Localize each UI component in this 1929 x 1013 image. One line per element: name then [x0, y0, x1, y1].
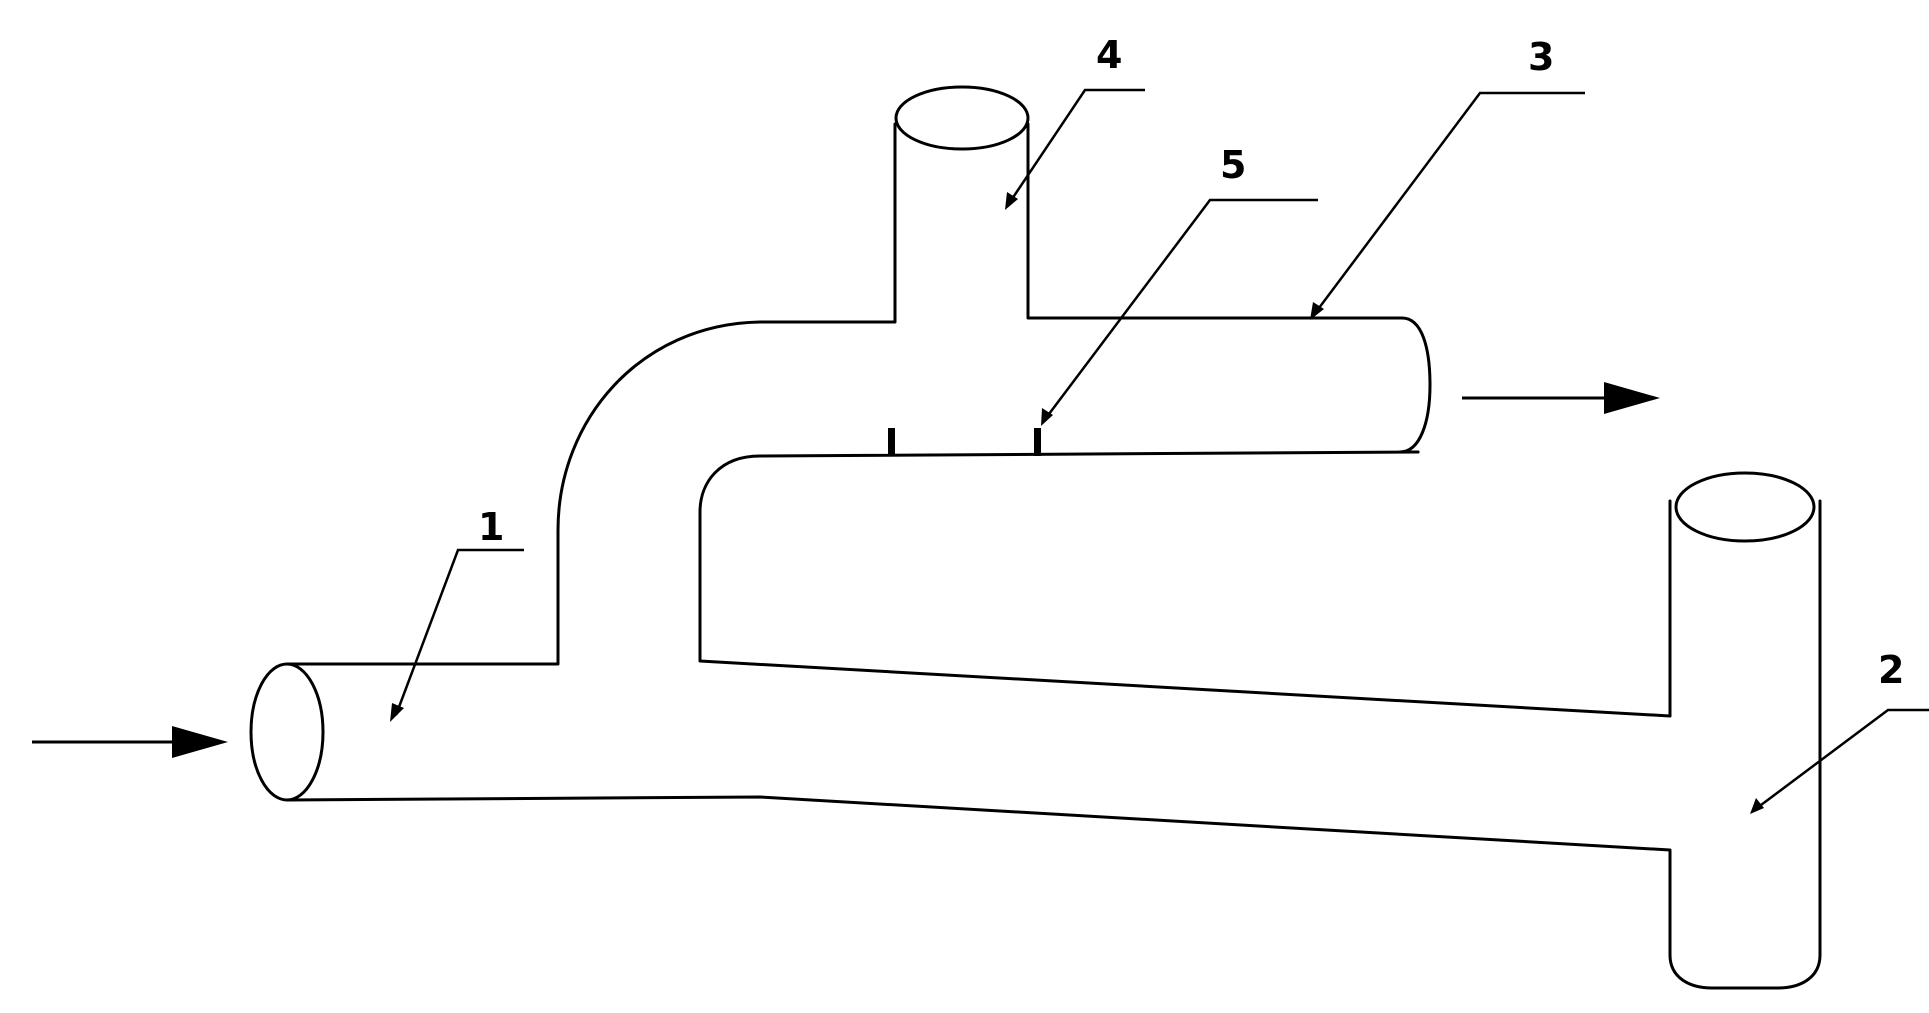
- callout-5: 5: [1220, 143, 1246, 187]
- sensor-tick-right: [1034, 428, 1041, 456]
- branch-2-opening: [1674, 471, 1816, 543]
- sensor-tick-left: [888, 428, 895, 456]
- callout-2: 2: [1878, 648, 1904, 692]
- inlet-pipe-opening: [249, 662, 325, 802]
- leader-1: [390, 548, 524, 722]
- inner-edge: [698, 450, 1672, 718]
- main-pipe-upper-edge: [285, 122, 897, 666]
- leader-5: [1041, 198, 1318, 426]
- leader-2: [1750, 708, 1929, 814]
- callout-3: 3: [1528, 35, 1554, 79]
- main-pipe-lower-edge: [285, 499, 1822, 990]
- leader-4: [1005, 88, 1145, 210]
- callout-4: 4: [1096, 33, 1122, 77]
- inlet-arrow: [32, 726, 228, 758]
- leader-3: [1310, 91, 1585, 320]
- outlet-arrow: [1462, 382, 1660, 414]
- branch-4-opening: [894, 85, 1030, 151]
- outlet-pipe-end: [1398, 316, 1432, 454]
- callout-1: 1: [478, 505, 504, 549]
- branch-4-right-edge: [1026, 122, 1404, 320]
